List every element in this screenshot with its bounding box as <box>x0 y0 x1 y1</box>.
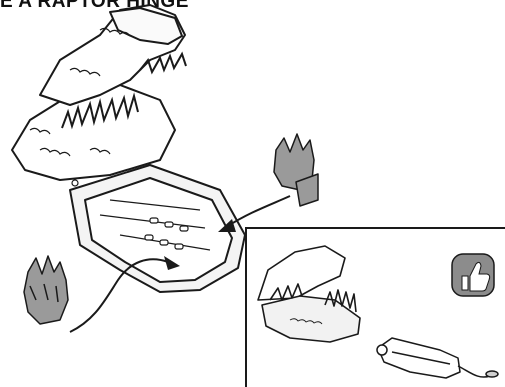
thumbs-up-icon <box>452 254 494 296</box>
inset-panel <box>246 228 505 387</box>
teeth-piece-right <box>274 134 318 206</box>
teeth-piece-left <box>24 256 68 324</box>
